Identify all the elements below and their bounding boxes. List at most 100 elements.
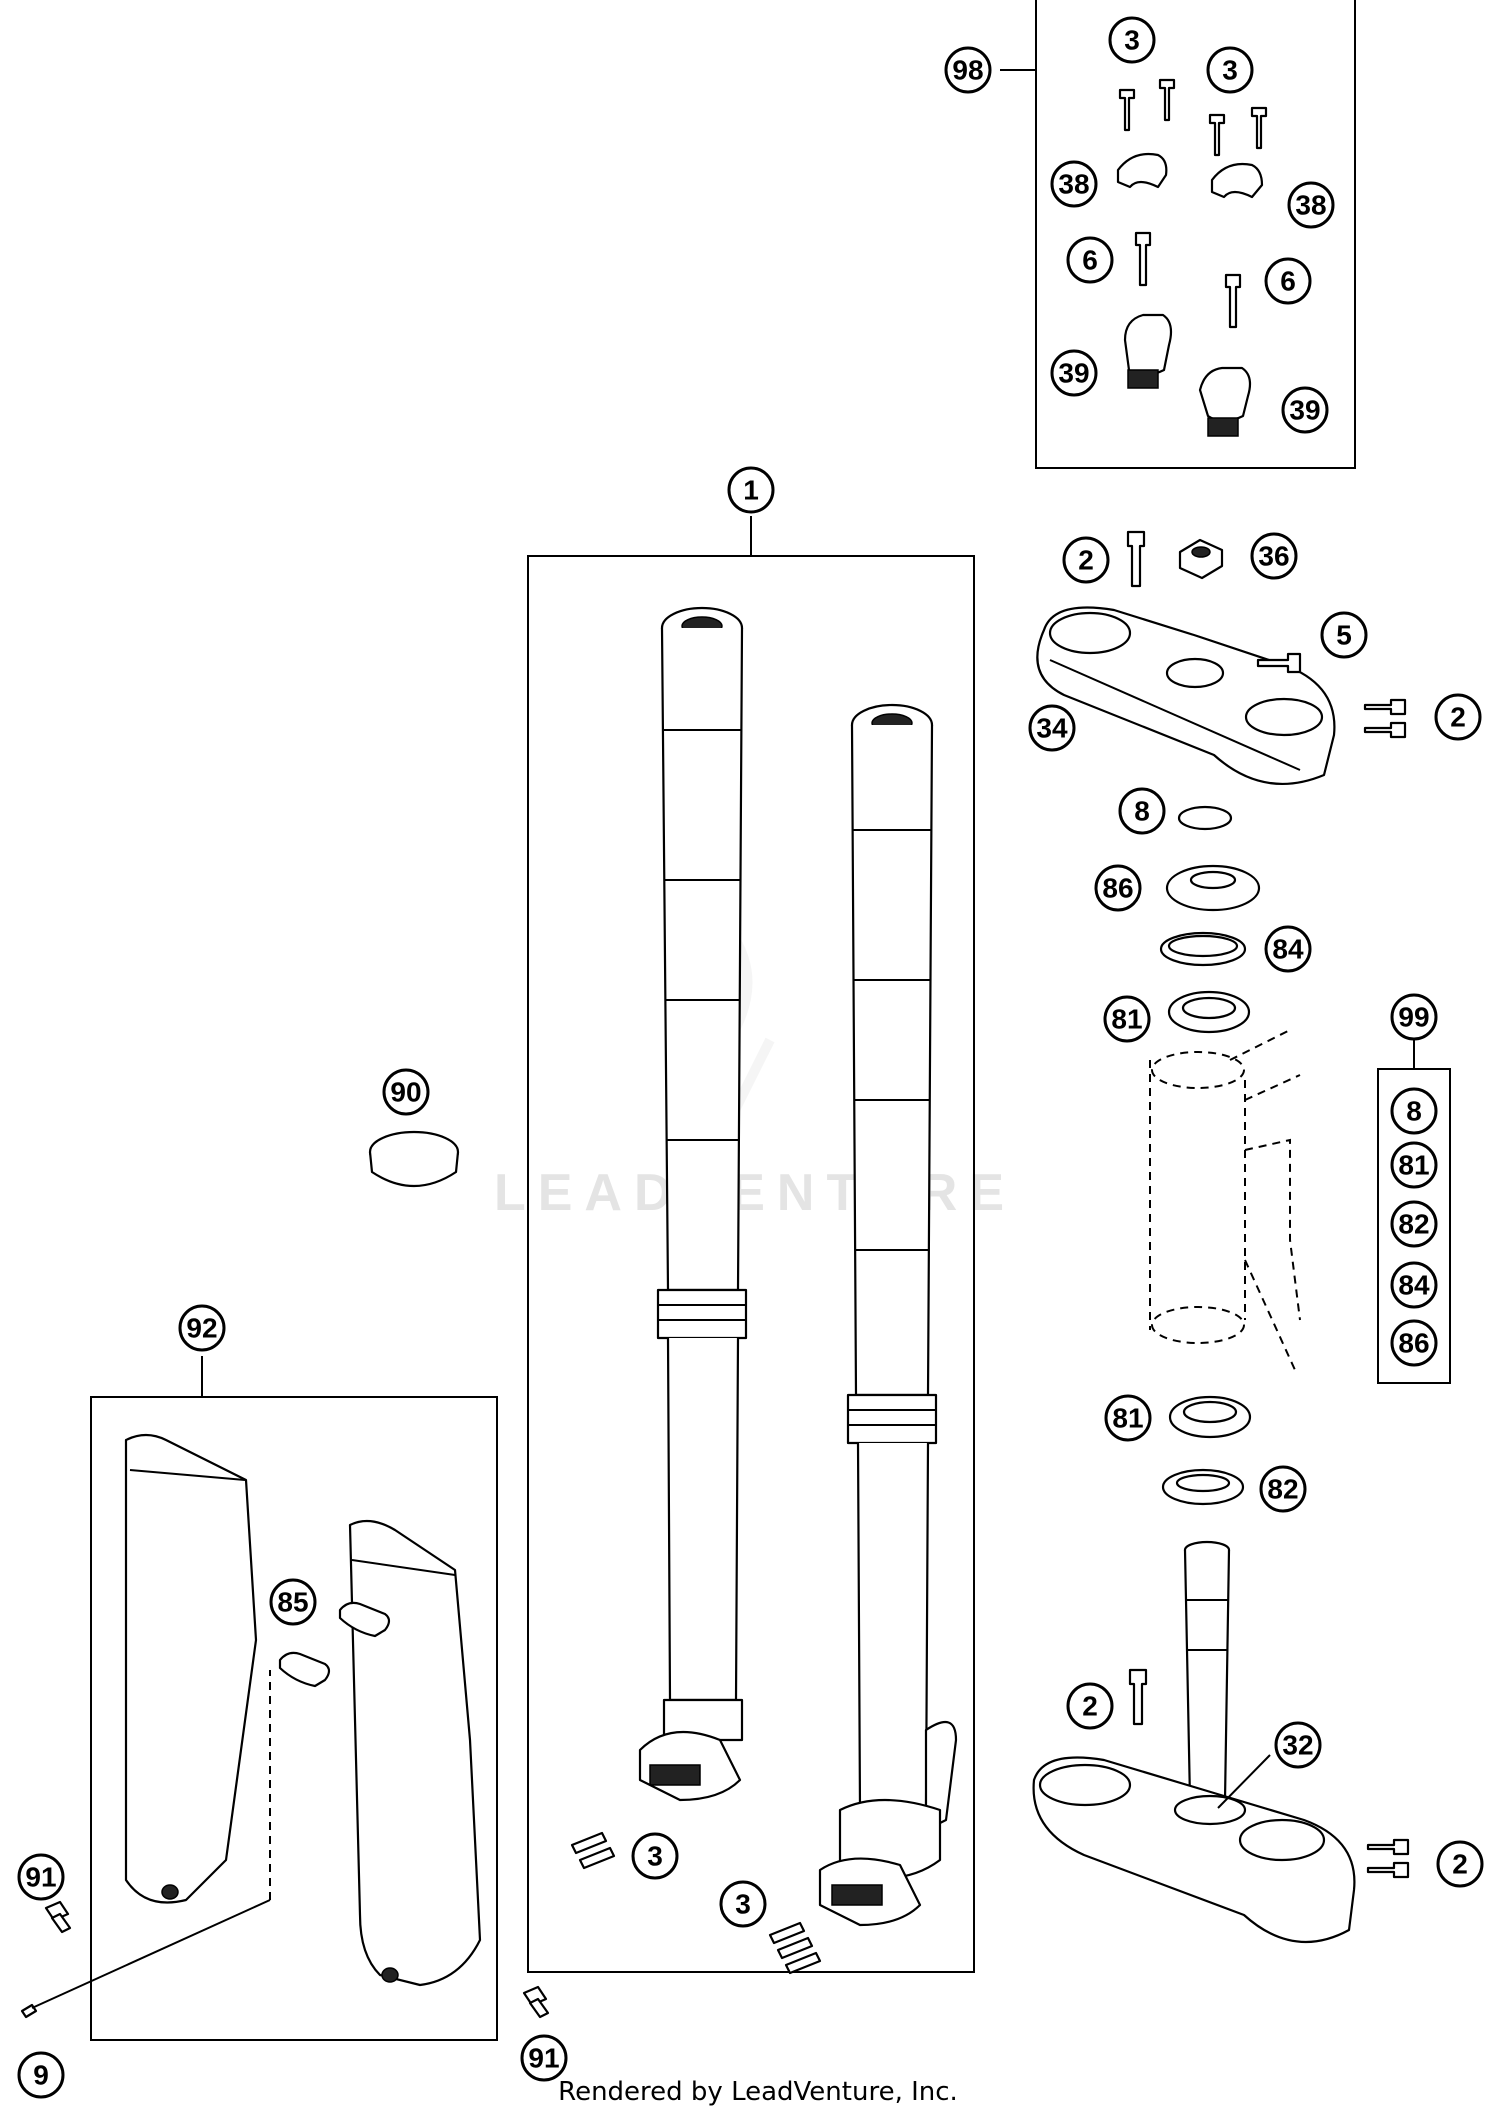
callout-99[interactable]: 99 xyxy=(1390,993,1438,1041)
callout-39[interactable]: 39 xyxy=(1050,349,1098,397)
svg-text:85: 85 xyxy=(277,1587,308,1618)
upper-side-bolts xyxy=(1363,698,1407,739)
svg-text:3: 3 xyxy=(735,1889,751,1920)
svg-text:84: 84 xyxy=(1398,1270,1430,1301)
svg-text:36: 36 xyxy=(1258,541,1289,572)
callout-6[interactable]: 6 xyxy=(1264,257,1312,305)
clamp-long-bolts xyxy=(1134,231,1242,329)
callout-81[interactable]: 81 xyxy=(1103,995,1151,1043)
svg-text:8: 8 xyxy=(1134,796,1150,827)
svg-text:82: 82 xyxy=(1267,1474,1298,1505)
lower-clamp-bolt-2 xyxy=(1128,1668,1148,1726)
svg-text:2: 2 xyxy=(1082,1691,1098,1722)
svg-text:81: 81 xyxy=(1398,1150,1429,1181)
svg-text:39: 39 xyxy=(1058,358,1089,389)
callout-98[interactable]: 98 xyxy=(944,46,992,94)
callout-91[interactable]: 91 xyxy=(17,1853,65,1901)
leader-32 xyxy=(1217,1754,1271,1809)
steering-head-frame xyxy=(1149,1029,1301,1371)
callout-8[interactable]: 8 xyxy=(1118,787,1166,835)
right-fork-guard xyxy=(348,1519,482,1987)
callout-34[interactable]: 34 xyxy=(1028,704,1076,752)
brake-line-clip-85 xyxy=(278,1601,391,1688)
callout-81[interactable]: 81 xyxy=(1104,1394,1152,1442)
svg-text:2: 2 xyxy=(1452,1849,1468,1880)
svg-text:38: 38 xyxy=(1058,169,1089,200)
callout-2[interactable]: 2 xyxy=(1434,693,1482,741)
svg-text:99: 99 xyxy=(1398,1002,1429,1033)
left-fork-guard xyxy=(124,1433,258,1904)
kit-item-8[interactable]: 8 xyxy=(1390,1087,1438,1135)
clamp-bolts xyxy=(1118,78,1268,157)
bearing-kit-99-box xyxy=(1377,1040,1451,1384)
svg-text:91: 91 xyxy=(25,1862,56,1893)
callout-2[interactable]: 2 xyxy=(1066,1682,1114,1730)
svg-text:2: 2 xyxy=(1078,545,1094,576)
callout-3[interactable]: 3 xyxy=(1206,46,1254,94)
callout-82[interactable]: 82 xyxy=(1259,1465,1307,1513)
svg-text:39: 39 xyxy=(1289,395,1320,426)
callout-9[interactable]: 9 xyxy=(17,2051,65,2099)
callout-3[interactable]: 3 xyxy=(719,1880,767,1928)
svg-text:90: 90 xyxy=(390,1077,421,1108)
upper-handlebar-clamps xyxy=(1116,152,1264,199)
callout-84[interactable]: 84 xyxy=(1264,925,1312,973)
guard-screw-9 xyxy=(20,1670,271,2019)
callout-2[interactable]: 2 xyxy=(1062,536,1110,584)
callout-92[interactable]: 92 xyxy=(178,1304,226,1352)
callout-5[interactable]: 5 xyxy=(1320,611,1368,659)
fork-assembly-box xyxy=(527,516,975,1973)
callout-36[interactable]: 36 xyxy=(1250,532,1298,580)
dust-seal-86 xyxy=(1165,864,1261,912)
upper-triple-clamp xyxy=(1036,606,1336,785)
seal-ring-84 xyxy=(1159,931,1247,967)
footer-credit: Rendered by LeadVenture, Inc. xyxy=(558,2077,958,2107)
right-fork-leg xyxy=(818,703,958,1927)
callout-38[interactable]: 38 xyxy=(1050,160,1098,208)
svg-text:3: 3 xyxy=(1124,25,1140,56)
lower-side-bolts xyxy=(1366,1838,1410,1879)
callout-91[interactable]: 91 xyxy=(520,2034,568,2082)
lower-handlebar-clamps xyxy=(1123,313,1252,437)
fork-guard-box xyxy=(90,1356,498,2041)
svg-text:6: 6 xyxy=(1280,266,1296,297)
svg-text:3: 3 xyxy=(1222,55,1238,86)
callout-6[interactable]: 6 xyxy=(1066,236,1114,284)
callout-39[interactable]: 39 xyxy=(1281,386,1329,434)
callout-85[interactable]: 85 xyxy=(269,1578,317,1626)
bearing-81-upper xyxy=(1167,990,1251,1034)
fork-clamp-bolts xyxy=(570,1831,822,1975)
svg-text:3: 3 xyxy=(647,1841,663,1872)
svg-text:38: 38 xyxy=(1295,190,1326,221)
steering-nut-36 xyxy=(1178,538,1224,580)
kit-item-84[interactable]: 84 xyxy=(1390,1261,1438,1309)
callout-3[interactable]: 3 xyxy=(631,1832,679,1880)
svg-text:6: 6 xyxy=(1082,245,1098,276)
callout-2[interactable]: 2 xyxy=(1436,1840,1484,1888)
callout-86[interactable]: 86 xyxy=(1094,864,1142,912)
svg-text:2: 2 xyxy=(1450,702,1466,733)
svg-text:5: 5 xyxy=(1336,620,1352,651)
svg-text:86: 86 xyxy=(1102,873,1133,904)
svg-text:86: 86 xyxy=(1398,1328,1429,1359)
callout-32[interactable]: 32 xyxy=(1274,1721,1322,1769)
seal-82 xyxy=(1161,1468,1245,1506)
callout-90[interactable]: 90 xyxy=(382,1068,430,1116)
callout-3[interactable]: 3 xyxy=(1108,16,1156,64)
kit-item-86[interactable]: 86 xyxy=(1390,1319,1438,1367)
kit-98-box xyxy=(1000,0,1356,469)
svg-text:9: 9 xyxy=(33,2060,49,2091)
callout-38[interactable]: 38 xyxy=(1287,181,1335,229)
steering-stem xyxy=(1183,1540,1231,1802)
top-clamp-bolt-2 xyxy=(1126,530,1146,588)
svg-text:98: 98 xyxy=(952,55,983,86)
watermark-text: LEADVENTURE xyxy=(494,1164,1016,1222)
kit-item-82[interactable]: 82 xyxy=(1390,1200,1438,1248)
kit-item-81[interactable]: 81 xyxy=(1390,1141,1438,1189)
svg-text:34: 34 xyxy=(1036,713,1068,744)
guard-bolts-91 xyxy=(44,1900,550,2019)
svg-text:91: 91 xyxy=(528,2043,559,2074)
callout-1[interactable]: 1 xyxy=(727,466,775,514)
bearing-81-lower xyxy=(1168,1395,1252,1439)
